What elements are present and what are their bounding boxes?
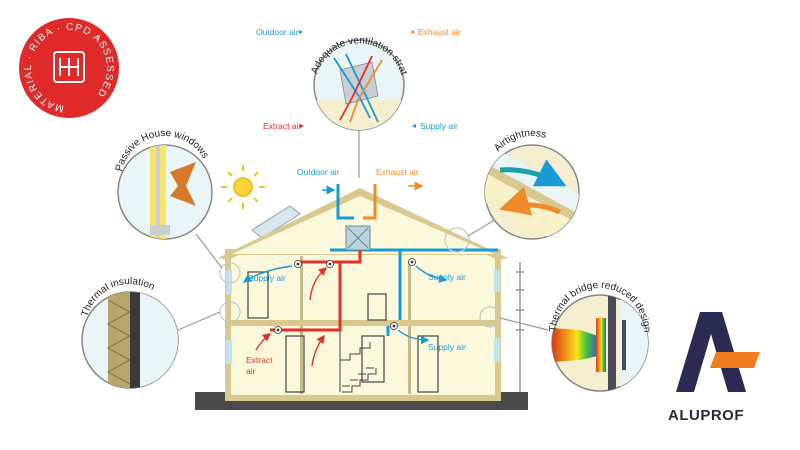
door: [247, 271, 269, 319]
outdoor-air-label: Outdoor air: [297, 167, 340, 177]
door: [285, 335, 305, 393]
window: [226, 270, 232, 294]
outdoor-air-label: Outdoor air: [256, 27, 299, 37]
floor-slab: [228, 320, 498, 326]
heat-recovery-unit: [345, 225, 371, 251]
exhaust-air-label: Exhaust air: [418, 27, 461, 37]
supply-air-label: Supply air: [428, 272, 466, 282]
riba-crest-icon: [53, 51, 85, 83]
riba-cpd-badge: MATERIAL · RIBA · CPD ASSESSED: [19, 18, 119, 118]
window: [494, 338, 500, 362]
supply-air-label: Supply air: [428, 342, 466, 352]
extract-air-label: Extract: [246, 355, 273, 365]
antenna-mast: [516, 262, 524, 392]
sun-icon: [221, 165, 265, 209]
house: [195, 188, 528, 410]
staircase: [339, 330, 377, 393]
brand-name: ALUPROF: [668, 407, 744, 424]
thermal-insulation-detail: Thermal insulation: [80, 276, 179, 389]
extract-air-label: air: [246, 366, 256, 376]
supply-air-label: Supply air: [248, 273, 286, 283]
duct-system: [270, 184, 498, 336]
supply-air-label: Supply air: [420, 121, 458, 131]
passive-house-windows-detail: Passive House windows: [114, 128, 213, 240]
solar-panel: [251, 205, 301, 239]
callout-markers: [177, 130, 549, 331]
airtightness-detail: Airtightness: [484, 128, 580, 240]
exhaust-air-label: Exhaust air: [376, 167, 419, 177]
window: [226, 340, 232, 364]
aluprof-mark-icon: [676, 312, 760, 392]
window: [494, 270, 500, 292]
door: [361, 335, 385, 383]
diffuser-icon: [274, 258, 416, 334]
thermal-bridge-detail: Thermal bridge reduced design: [548, 280, 652, 392]
extract-air-label: Extract air: [263, 121, 301, 131]
airflow-arrows: [242, 265, 448, 367]
door: [367, 293, 387, 321]
aluprof-logo: ALUPROF: [668, 312, 760, 424]
